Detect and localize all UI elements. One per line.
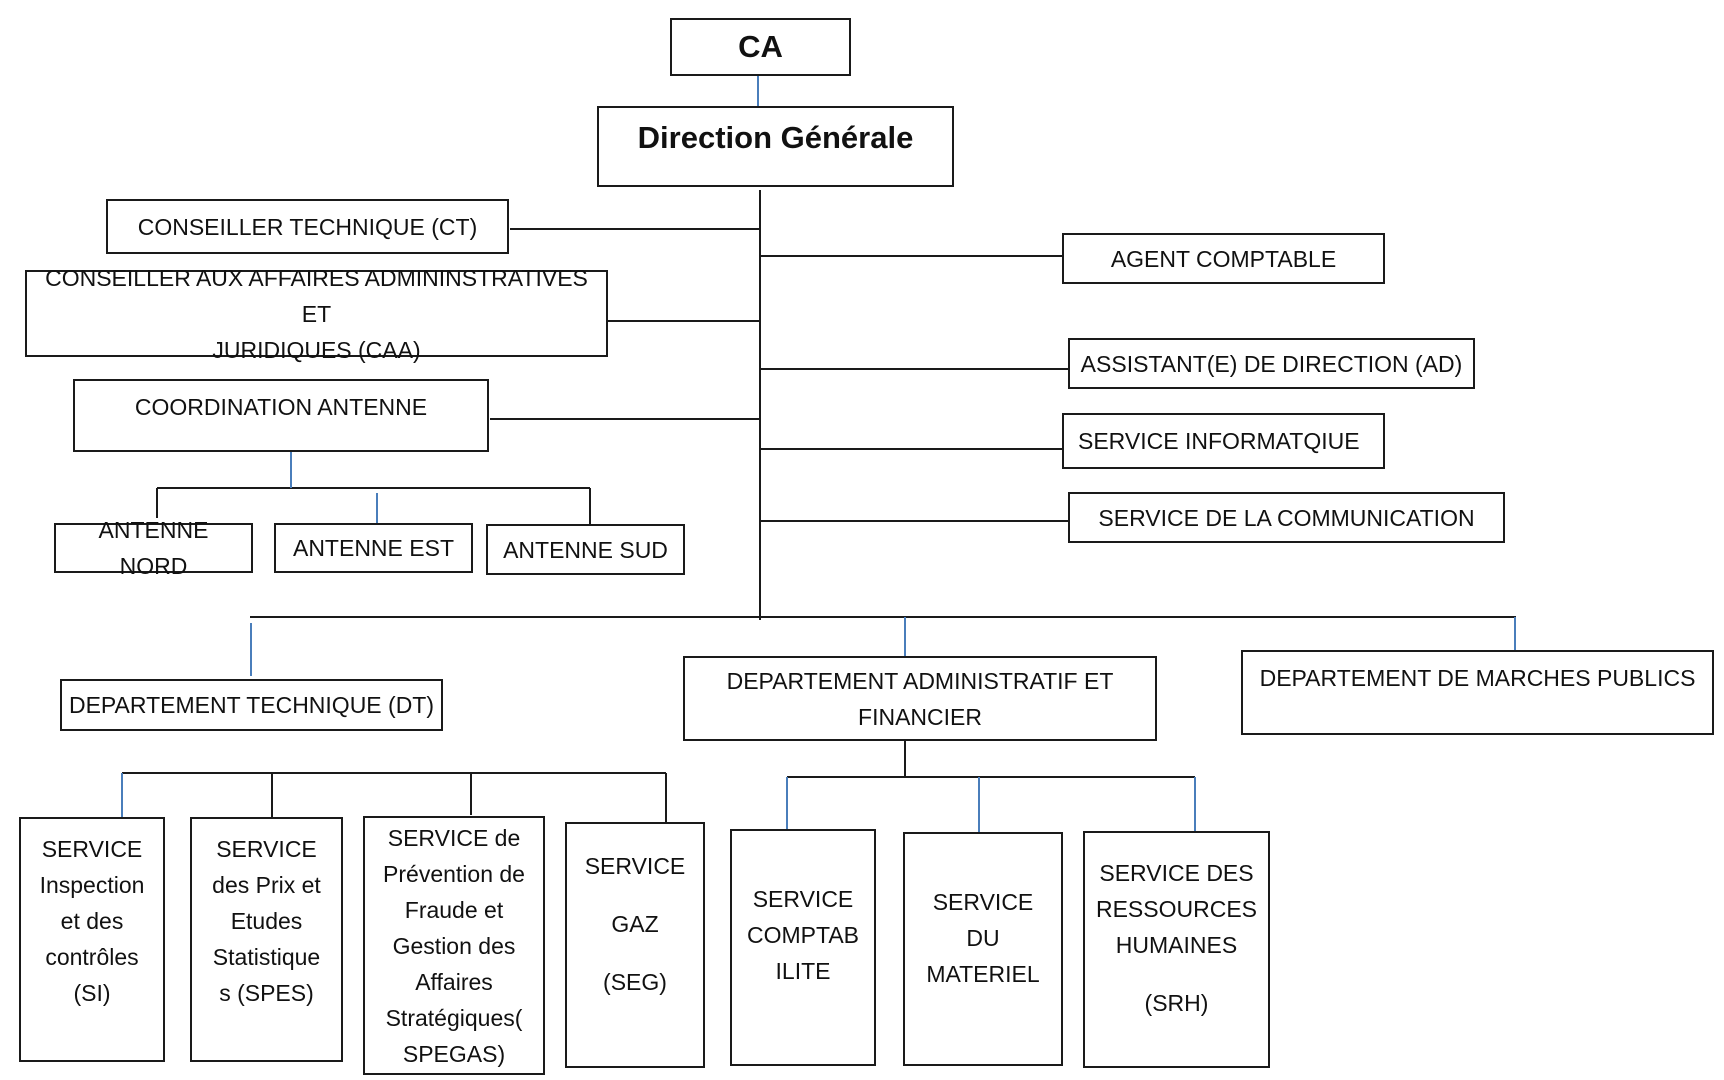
service-si-line-3: et des: [60, 908, 124, 934]
antenne-sud-box: ANTENNE SUD: [486, 524, 685, 575]
service-si-line-5: (SI): [73, 980, 111, 1006]
service-seg-line-3: (SEG): [603, 969, 667, 995]
coordination-antenne-label: COORDINATION ANTENNE: [134, 394, 428, 420]
antenne-est-box: ANTENNE EST: [274, 523, 473, 573]
ca-box: CA: [670, 18, 851, 76]
departement-marches-box: DEPARTEMENT DE MARCHES PUBLICS: [1241, 650, 1714, 735]
service-seg-box: SERVICE GAZ (SEG): [565, 822, 705, 1068]
service-comptabilite-line-1: SERVICE: [752, 886, 854, 912]
service-srh-line-1: SERVICE DES: [1099, 860, 1254, 886]
service-srh-line-4: (SRH): [1144, 990, 1209, 1016]
service-spes-line-4: Statistique: [212, 944, 321, 970]
service-communication-label: SERVICE DE LA COMMUNICATION: [1098, 504, 1475, 531]
assistant-direction-label: ASSISTANT(E) DE DIRECTION (AD): [1080, 350, 1463, 377]
service-si-line-2: Inspection: [39, 872, 145, 898]
service-informatique-label: SERVICE INFORMATQIUE: [1078, 428, 1360, 454]
service-spes-line-5: s (SPES): [219, 980, 314, 1006]
service-spegas-line-7: SPEGAS): [402, 1041, 506, 1067]
antenne-nord-box: ANTENNE NORD: [54, 517, 253, 579]
departement-technique-box: DEPARTEMENT TECHNIQUE (DT): [60, 679, 443, 731]
service-spegas-line-4: Gestion des: [392, 933, 516, 959]
service-si-line-4: contrôles: [45, 944, 139, 970]
service-comptabilite-line-3: ILITE: [775, 958, 831, 984]
conseiller-technique-box: CONSEILLER TECHNIQUE (CT): [106, 199, 509, 254]
service-spegas-line-3: Fraude et: [404, 897, 504, 923]
service-srh-box: SERVICE DES RESSOURCES HUMAINES (SRH): [1083, 831, 1270, 1068]
service-materiel-line-1: SERVICE: [932, 889, 1034, 915]
conseiller-affaires-line-2: JURIDIQUES (CAA): [212, 336, 421, 363]
departement-marches-label: DEPARTEMENT DE MARCHES PUBLICS: [1259, 665, 1696, 691]
service-spes-line-3: Etudes: [230, 908, 303, 934]
service-comptabilite-box: SERVICE COMPTAB ILITE: [730, 829, 876, 1066]
antenne-est-label: ANTENNE EST: [292, 535, 455, 561]
service-communication-box: SERVICE DE LA COMMUNICATION: [1068, 492, 1505, 543]
service-si-box: SERVICE Inspection et des contrôles (SI): [19, 817, 165, 1062]
service-materiel-box: SERVICE DU MATERIEL: [903, 832, 1063, 1066]
antenne-nord-label: ANTENNE NORD: [98, 517, 209, 579]
service-srh-line-3: HUMAINES: [1115, 932, 1238, 958]
agent-comptable-label: AGENT COMPTABLE: [1110, 245, 1337, 272]
service-spegas-box: SERVICE de Prévention de Fraude et Gesti…: [363, 816, 545, 1075]
service-spes-line-2: des Prix et: [212, 872, 321, 898]
service-spegas-line-5: Affaires: [415, 969, 493, 995]
direction-generale-box: Direction Générale: [597, 106, 954, 187]
conseiller-technique-label: CONSEILLER TECHNIQUE (CT): [137, 213, 478, 240]
service-spegas-line-1: SERVICE de: [387, 825, 521, 851]
service-informatique-box: SERVICE INFORMATQIUE: [1062, 413, 1385, 469]
service-materiel-line-2: DU: [966, 925, 1000, 951]
service-si-line-1: SERVICE: [41, 836, 143, 862]
departement-technique-label: DEPARTEMENT TECHNIQUE (DT): [68, 692, 435, 718]
conseiller-affaires-box: CONSEILLER AUX AFFAIRES ADMININSTRATIVES…: [25, 265, 608, 363]
assistant-direction-box: ASSISTANT(E) DE DIRECTION (AD): [1068, 338, 1475, 389]
service-materiel-line-3: MATERIEL: [926, 961, 1040, 987]
departement-administratif-box: DEPARTEMENT ADMINISTRATIF ET FINANCIER: [683, 656, 1157, 741]
coordination-antenne-box: COORDINATION ANTENNE: [73, 379, 489, 452]
agent-comptable-box: AGENT COMPTABLE: [1062, 233, 1385, 284]
service-spegas-line-6: Stratégiques(: [385, 1005, 523, 1031]
service-spes-line-1: SERVICE: [216, 836, 317, 862]
service-spegas-line-2: Prévention de: [383, 861, 525, 887]
service-comptabilite-line-2: COMPTAB: [746, 922, 860, 948]
departement-administratif-line-1: DEPARTEMENT ADMINISTRATIF ET: [726, 667, 1114, 694]
service-srh-line-2: RESSOURCES: [1095, 896, 1258, 922]
service-seg-line-2: GAZ: [611, 911, 659, 937]
departement-administratif-line-2: FINANCIER: [858, 703, 982, 730]
direction-generale-label: Direction Générale: [637, 120, 914, 155]
conseiller-affaires-line-1: CONSEILLER AUX AFFAIRES ADMININSTRATIVES…: [45, 264, 588, 327]
service-spes-box: SERVICE des Prix et Etudes Statistique s…: [190, 817, 343, 1062]
ca-label: CA: [738, 29, 783, 64]
service-seg-line-1: SERVICE: [584, 853, 686, 879]
antenne-sud-label: ANTENNE SUD: [503, 536, 668, 563]
